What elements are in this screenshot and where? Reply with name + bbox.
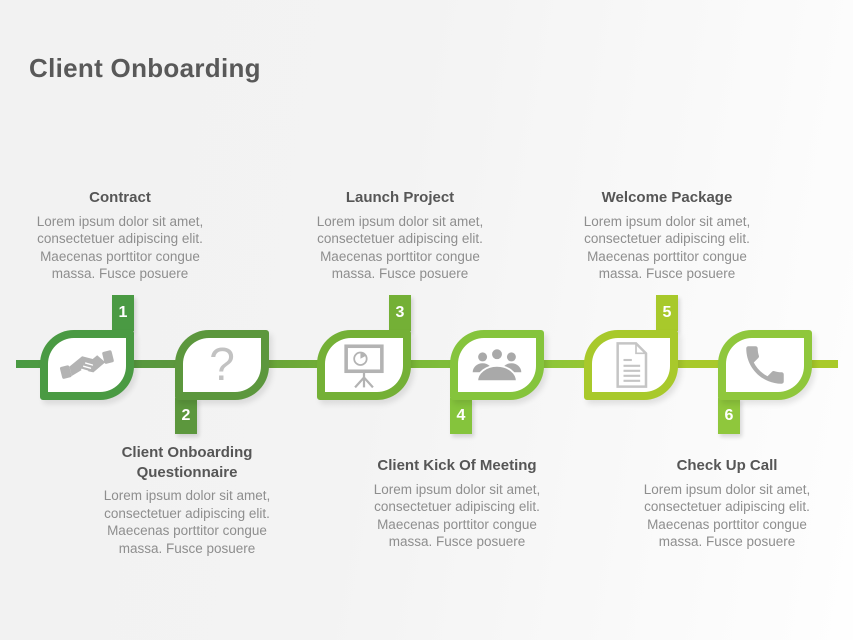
step-1-number-badge: 1	[112, 295, 134, 331]
step-6-label: Check Up Call Lorem ipsum dolor sit amet…	[632, 456, 822, 551]
step-2-leaf: ?	[175, 330, 269, 400]
page-title: Client Onboarding	[29, 53, 261, 83]
document-icon	[611, 340, 651, 390]
step-1-label: Contract Lorem ipsum dolor sit amet, con…	[27, 188, 213, 283]
step-6-number-badge: 6	[718, 398, 740, 434]
step-6-leaf	[718, 330, 812, 400]
step-3-leaf	[317, 330, 411, 400]
step-3-number-badge: 3	[389, 295, 411, 331]
step-description: Lorem ipsum dolor sit amet, consectetuer…	[643, 481, 811, 550]
presentation-chart-icon	[339, 340, 389, 390]
timeline-line	[16, 360, 838, 368]
step-4-number-badge: 4	[450, 398, 472, 434]
step-3-label: Launch Project Lorem ipsum dolor sit ame…	[307, 188, 493, 283]
step-5-leaf	[584, 330, 678, 400]
phone-icon	[740, 340, 790, 390]
step-1-leaf	[40, 330, 134, 400]
step-title: Contract	[89, 189, 151, 206]
step-2-label: Client Onboarding Questionnaire Lorem ip…	[92, 443, 282, 557]
step-description: Lorem ipsum dolor sit amet, consectetuer…	[36, 213, 204, 282]
step-description: Lorem ipsum dolor sit amet, consectetuer…	[316, 213, 484, 282]
step-5-number-badge: 5	[656, 295, 678, 331]
step-4-label: Client Kick Of Meeting Lorem ipsum dolor…	[362, 456, 552, 551]
handshake-icon	[59, 344, 115, 386]
step-title: Welcome Package	[601, 189, 733, 206]
step-description: Lorem ipsum dolor sit amet, consectetuer…	[583, 213, 751, 282]
step-title: Client Onboarding Questionnaire	[121, 444, 253, 481]
step-title: Check Up Call	[676, 457, 778, 474]
step-description: Lorem ipsum dolor sit amet, consectetuer…	[373, 481, 541, 550]
step-title: Launch Project	[345, 189, 455, 206]
step-title: Client Kick Of Meeting	[377, 457, 537, 474]
step-4-leaf	[450, 330, 544, 400]
step-description: Lorem ipsum dolor sit amet, consectetuer…	[103, 488, 271, 556]
step-5-label: Welcome Package Lorem ipsum dolor sit am…	[574, 188, 760, 283]
question-mark-icon: ?	[209, 338, 235, 390]
step-2-number-badge: 2	[175, 398, 197, 434]
meeting-people-icon	[470, 345, 524, 385]
